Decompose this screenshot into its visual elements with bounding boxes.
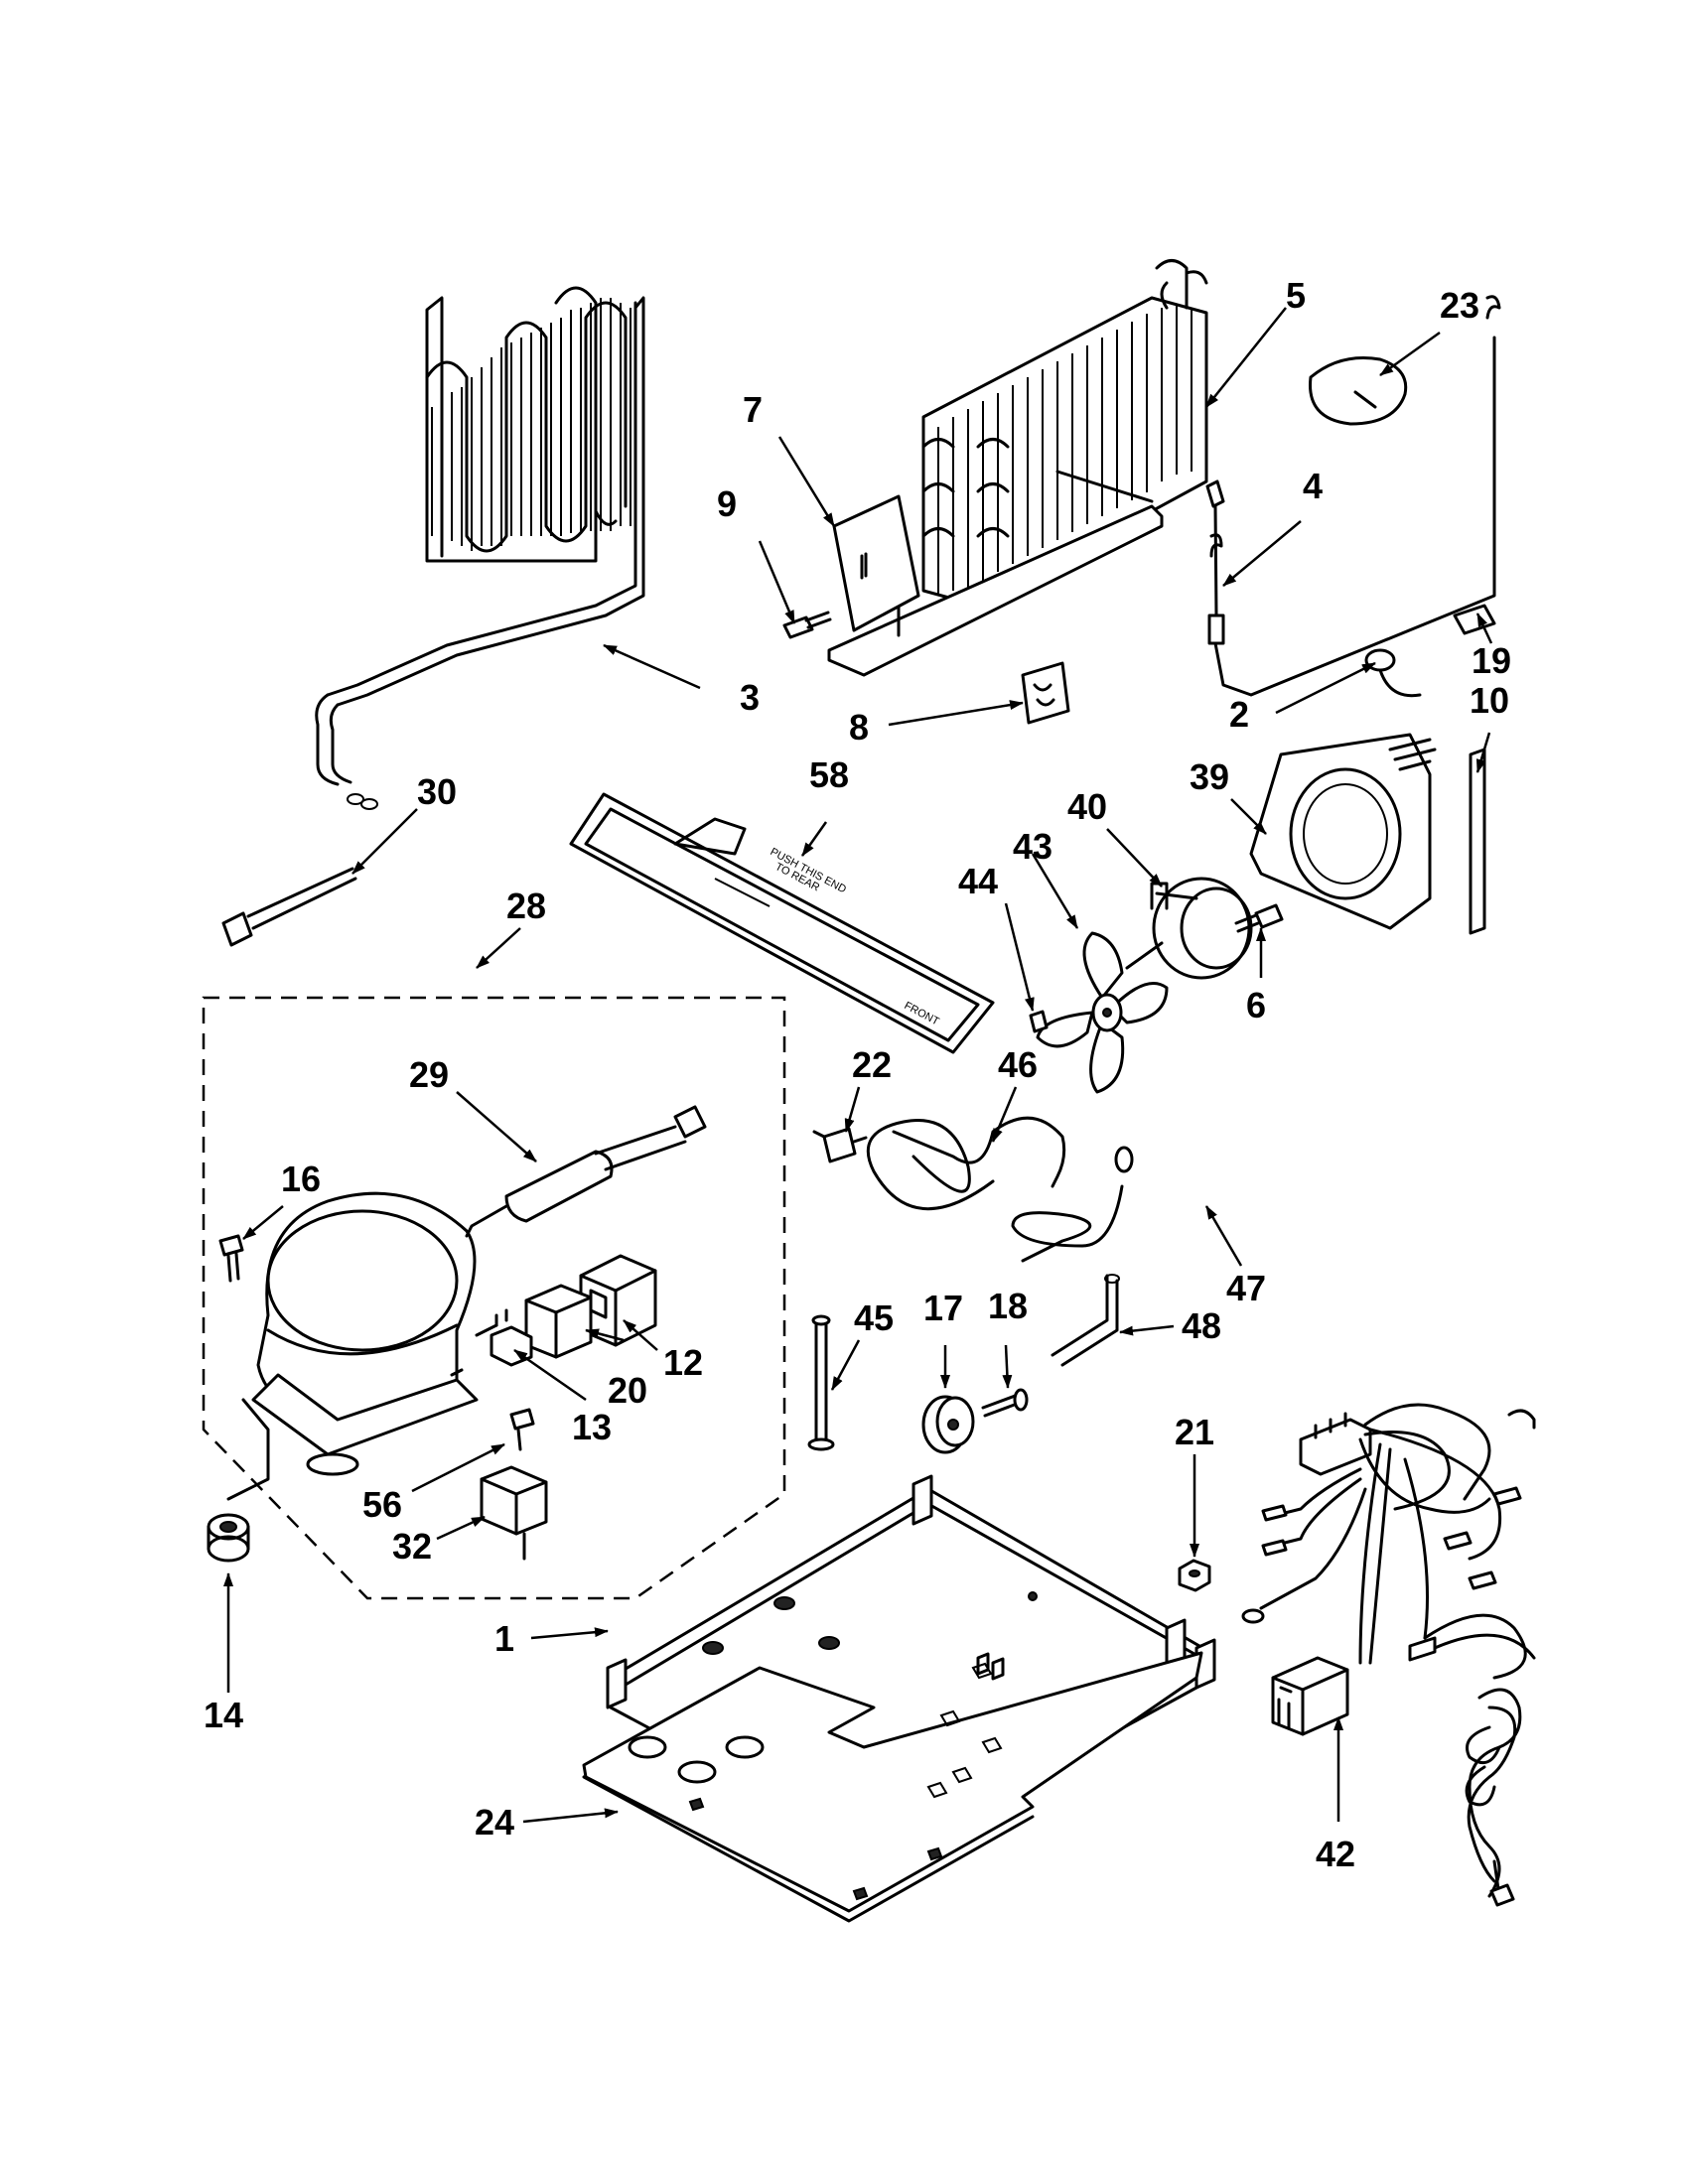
callout-45: 45 (854, 1297, 894, 1338)
fan-motor-40 (1125, 877, 1253, 980)
callout-22: 22 (852, 1044, 892, 1085)
callout-29: 29 (409, 1054, 449, 1095)
clip-8 (1021, 661, 1070, 725)
drain-tray-58: PUSH THIS END TO REAR FRONT (569, 792, 995, 1054)
callout-42: 42 (1316, 1834, 1355, 1874)
compressor-kit-28-boundary (202, 996, 786, 1600)
callout-39: 39 (1190, 756, 1229, 797)
callout-2: 2 (1229, 694, 1249, 735)
insulation-panel-24 (582, 1651, 1203, 1923)
callout-17: 17 (923, 1288, 963, 1328)
callout-13: 13 (572, 1407, 612, 1447)
wiring-harness-42 (1241, 1403, 1536, 1907)
callout-16: 16 (281, 1159, 321, 1199)
callout-19: 19 (1472, 640, 1511, 681)
nut-21 (1178, 1559, 1211, 1592)
condenser-coil (315, 286, 645, 810)
overload-20 (524, 1284, 593, 1359)
callout-leaders (223, 307, 1493, 1824)
callout-4: 4 (1303, 466, 1323, 506)
screw-16 (218, 1234, 244, 1283)
screw-18 (981, 1388, 1029, 1418)
drier-29 (465, 1105, 707, 1238)
screw-56 (509, 1408, 535, 1451)
leveling-leg-45 (807, 1314, 835, 1451)
compressor (226, 1191, 498, 1501)
evaporator-bracket (832, 494, 920, 632)
callout-6: 6 (1246, 985, 1266, 1025)
callout-58: 58 (809, 754, 849, 795)
callout-20: 20 (608, 1370, 647, 1411)
relay-12 (579, 1254, 657, 1347)
callout-8: 8 (849, 707, 869, 748)
callout-24: 24 (475, 1802, 514, 1843)
callout-1b: 1 (494, 1618, 514, 1659)
callout-28: 28 (506, 886, 546, 926)
callout-7: 7 (743, 389, 763, 430)
grommet-14 (207, 1513, 250, 1563)
callout-5: 5 (1286, 275, 1306, 316)
tube-48 (1051, 1274, 1120, 1367)
roller-17 (921, 1395, 975, 1454)
callout-46: 46 (998, 1044, 1038, 1085)
tube-47 (1011, 1146, 1134, 1263)
fan-blade-43 (1036, 931, 1169, 1094)
callout-40: 40 (1067, 786, 1107, 827)
grommet-2 (1364, 648, 1422, 698)
callout-labels: 3 5 4 7 9 23 8 2 19 10 58 30 39 40 43 44… (204, 275, 1511, 1874)
screw-9 (782, 611, 832, 639)
callout-23: 23 (1440, 285, 1479, 326)
strip-10 (1469, 748, 1486, 935)
callout-21: 21 (1175, 1412, 1214, 1452)
callout-9: 9 (717, 483, 737, 524)
callout-32: 32 (392, 1526, 432, 1567)
callout-47: 47 (1226, 1268, 1266, 1308)
callout-43: 43 (1013, 826, 1052, 867)
callout-1: 3 (740, 677, 760, 718)
callout-48: 48 (1182, 1305, 1221, 1346)
callout-44: 44 (958, 861, 998, 901)
clip-22 (812, 1127, 868, 1163)
fan-shroud-39 (1249, 733, 1437, 930)
callout-14: 14 (204, 1695, 243, 1735)
drain-tube-46 (866, 1116, 1066, 1211)
thermistor-4 (1205, 295, 1501, 697)
callout-12: 12 (663, 1342, 703, 1383)
capacitor-32 (480, 1465, 548, 1561)
callout-18: 18 (988, 1286, 1028, 1326)
callout-10: 10 (1470, 680, 1509, 721)
callout-30: 30 (417, 771, 457, 812)
tie-strap-30 (221, 867, 357, 947)
clip-44 (1029, 1010, 1049, 1033)
callout-56: 56 (362, 1484, 402, 1525)
screw-6 (1234, 903, 1284, 933)
